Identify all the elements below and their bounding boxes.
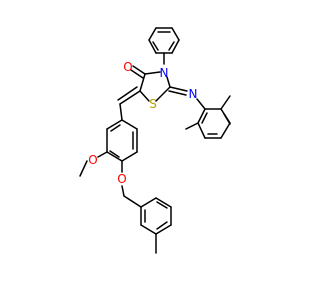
bond-inner <box>156 201 168 209</box>
atom-label-sulfur: S <box>149 97 157 111</box>
bond <box>148 27 157 41</box>
bond-methyl <box>185 122 199 130</box>
atom-label-oxygen-methoxy: O <box>88 153 97 167</box>
bond <box>168 90 187 96</box>
atom-label-oxygen-ether: O <box>117 172 126 186</box>
bond-inner <box>156 221 168 230</box>
bond <box>220 122 231 139</box>
bond <box>121 185 125 197</box>
chemical-structure-figure: O N S N O O <box>79 27 231 254</box>
bond <box>119 90 141 105</box>
bond-layer <box>79 27 231 254</box>
bond <box>106 151 123 162</box>
bond-inner <box>110 124 121 132</box>
bond <box>197 122 206 139</box>
bond <box>119 103 123 121</box>
bond <box>97 151 108 158</box>
atom-label-nitrogen-imine: N <box>189 87 198 101</box>
bond <box>171 27 180 41</box>
bond <box>121 119 138 130</box>
bond-inner <box>109 150 120 158</box>
bond-inner <box>168 41 175 51</box>
bond <box>155 86 171 102</box>
atom-label-nitrogen-ring: N <box>160 66 169 80</box>
bond <box>144 71 161 75</box>
bond <box>166 76 171 88</box>
bond <box>155 224 172 235</box>
bond <box>140 197 157 208</box>
bond <box>171 39 180 54</box>
bond-inner <box>223 113 231 125</box>
bond <box>79 160 88 177</box>
bond <box>148 39 157 54</box>
bond <box>121 151 138 162</box>
bond <box>140 224 157 235</box>
bond-inner <box>152 41 159 51</box>
molecule-diagram: O N S N O O <box>79 27 231 254</box>
bond <box>139 90 150 102</box>
bond <box>139 73 146 92</box>
bond-methyl <box>220 95 231 110</box>
bond <box>117 86 138 101</box>
atom-label-oxygen-carbonyl: O <box>123 60 132 74</box>
bond <box>169 86 188 92</box>
bond <box>155 197 172 208</box>
atom-label-layer: O N S N O O <box>88 60 197 186</box>
bond <box>106 119 123 130</box>
bond-inner <box>201 112 208 124</box>
bond <box>132 65 146 75</box>
bond <box>197 108 206 124</box>
bond <box>130 69 144 79</box>
bond <box>196 98 206 110</box>
bond <box>123 195 142 208</box>
